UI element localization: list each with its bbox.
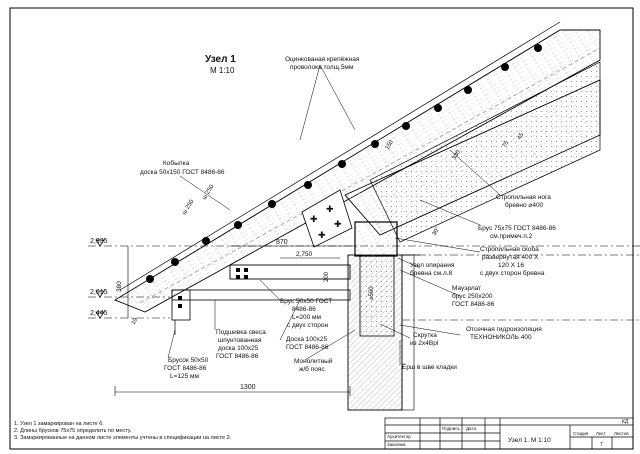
overhang-board	[229, 264, 351, 280]
label-mauerlat-2: брус 250х200	[452, 292, 493, 300]
level-lines	[88, 245, 640, 321]
label-boards-2: ГОСТ 8486-86	[286, 344, 329, 351]
label-boards-1: Доска 100х25	[286, 336, 327, 343]
dim-250a: ш 250	[182, 198, 196, 216]
label-wire-1: Оцинкованая крепёжная	[285, 56, 360, 63]
label-brusok-3: L=125 мм	[170, 373, 200, 380]
monolithic-belt	[359, 255, 395, 337]
label-rafter-2: бревно ⌀400	[505, 201, 544, 209]
stamp-stage: Стадия	[573, 431, 589, 436]
label-brusok-1: Брусок 50х50	[168, 357, 209, 364]
node-title: Узел 1	[205, 54, 236, 65]
roof-top-line	[119, 21, 561, 291]
cross-marks: ✚✚ ✚✚	[310, 204, 342, 240]
dim-1300: 1300	[240, 384, 256, 391]
mauerlat-block	[354, 221, 398, 257]
level-2445: 2,445	[90, 310, 108, 317]
svg-text:✚: ✚	[326, 204, 334, 214]
svg-text:✚: ✚	[318, 230, 326, 240]
label-brus-lower-4: с двух сторон	[287, 322, 328, 329]
stamp-center-title: Узел 1. М 1:10	[508, 437, 551, 444]
note-2: 2. Длины брусков 75х75 определить по мес…	[14, 428, 132, 434]
label-ersh: Ёрш в шве кладки	[402, 363, 457, 371]
dim-30: 30°	[432, 226, 442, 237]
label-support-2: бревна см.л.8	[410, 269, 453, 277]
dim-150: 150	[385, 139, 396, 151]
dim-380: 380	[116, 281, 123, 292]
dim-870: 870	[276, 239, 288, 246]
label-support-1: Узел опирания	[410, 262, 455, 269]
label-wire-2: проволока толщ.5мм	[290, 64, 354, 71]
brusok-bolts	[178, 296, 182, 308]
label-kobylka-1: Кобылка	[163, 159, 190, 167]
leader-lines	[167, 64, 501, 365]
kobylka-plate	[301, 189, 353, 248]
label-brus-lower-1: Брус 50х50 ГОСТ	[280, 298, 332, 305]
small-bolts	[236, 268, 248, 279]
label-beam-2: см.примеч.п.2	[490, 233, 533, 240]
label-staple-1: Скрутка	[413, 332, 437, 339]
brusok-block	[171, 289, 191, 321]
label-brus-lower-2: 8486-86	[292, 306, 316, 313]
level-2935: 2,935	[90, 238, 108, 245]
label-monolithic-2: ж/б пояс	[299, 365, 325, 373]
dim-75: 75	[502, 140, 511, 149]
stamp-code: КД	[622, 419, 629, 425]
stamp-header-date: Дата	[466, 426, 476, 431]
label-mauerlat-3: ГОСТ 8486-86	[452, 301, 495, 308]
stamp-row-architect: Архитектор	[387, 434, 411, 439]
label-rafter-1: Стропильная нога	[496, 194, 551, 201]
label-podshivka-3: доска 100х25	[218, 345, 259, 352]
dim-45: 45	[517, 132, 526, 141]
node-scale: М 1:10	[210, 66, 235, 75]
label-kobylka-2: доска 50х150 ГОСТ 8486-86	[140, 169, 225, 176]
dim-19: 19	[131, 317, 140, 326]
label-insulation-2: ТЕХНОНИКОЛЬ 400	[470, 334, 532, 341]
svg-text:✚: ✚	[310, 214, 318, 224]
stamp-header-sign: Подпись	[442, 426, 460, 431]
label-strut-1: Стропильная скоба	[480, 245, 539, 253]
label-strut-2: развернутая 400 Х	[482, 254, 539, 261]
bolt-row	[146, 44, 542, 283]
label-brusok-2: ГОСТ 8486-86	[164, 365, 207, 372]
dim-200: 200	[324, 271, 330, 282]
stamp-sheet-no: 7	[600, 442, 603, 448]
dim-2750: 2,750	[296, 251, 313, 258]
level-2615: 2,615	[90, 289, 108, 296]
stamp-row-customer: Заказчик	[387, 442, 406, 447]
label-strut-4: с двух сторон бревна	[480, 269, 545, 277]
label-strut-3: 120 Х 16	[498, 262, 524, 269]
label-monolithic-1: Монолитный	[294, 357, 333, 365]
stamp-sheets: Листов	[614, 431, 629, 436]
dim-500: ⌀500	[369, 286, 375, 300]
note-1: 1. Узел 1 замаркирован на листе 6.	[14, 421, 104, 427]
roof-mid-line	[139, 47, 601, 304]
level-triangles	[95, 239, 105, 319]
dim-330: 330	[452, 149, 463, 161]
label-beam-1: Брус 75х75 ГОСТ 8486-86	[478, 225, 556, 232]
note-3: 3. Замаркированные на данном листе элеме…	[14, 435, 232, 441]
svg-text:✚: ✚	[334, 219, 342, 229]
label-staple-2: из 2х4Врl	[410, 340, 439, 347]
label-brus-lower-3: L=200 мм	[292, 314, 322, 321]
label-mauerlat-1: Мауэрлат	[452, 285, 481, 292]
label-insulation-1: Отсечная гидроизоляция	[466, 326, 542, 333]
label-podshivka-1: Подшивка свеса	[216, 329, 266, 336]
label-podshivka-4: ГОСТ 8486-86	[216, 353, 259, 360]
stamp-sheet: Лист	[596, 431, 606, 436]
title-block	[384, 417, 634, 450]
sheet-frame	[9, 7, 634, 450]
label-podshivka-2: шпунтованная	[218, 337, 262, 344]
roof-sheathing	[113, 29, 601, 313]
